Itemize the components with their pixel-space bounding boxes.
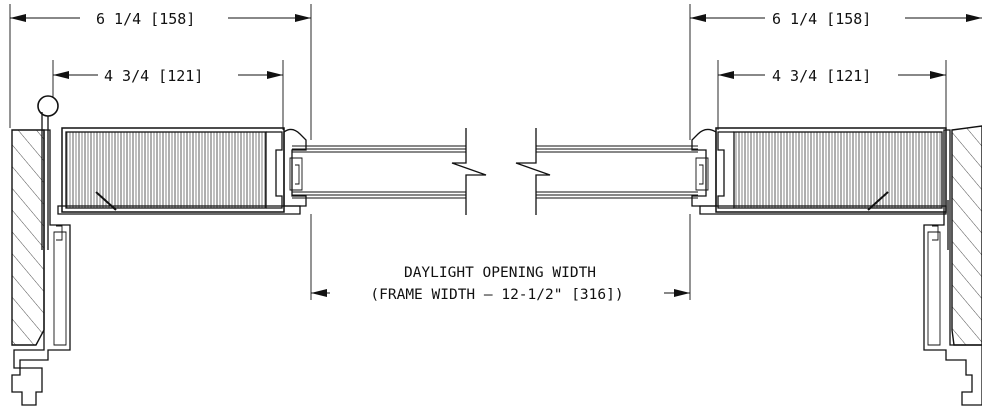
right-glazing-stop — [691, 128, 717, 207]
right-inner-dimension-label: 4 3/4 [121] — [772, 67, 871, 85]
right-overall-dimension: 6 1/4 [158] — [690, 10, 982, 28]
left-overall-dimension-label: 6 1/4 [158] — [96, 10, 195, 28]
right-wood-jamb — [951, 125, 982, 346]
left-inner-dimension-label: 4 3/4 [121] — [104, 67, 203, 85]
left-wood-jamb — [11, 129, 45, 346]
daylight-opening-dimension: DAYLIGHT OPENING WIDTH (FRAME WIDTH – 12… — [310, 214, 691, 303]
right-assembly: 6 1/4 [158] 4 3/4 [121] — [515, 4, 982, 406]
daylight-opening-title: DAYLIGHT OPENING WIDTH — [404, 265, 596, 281]
left-assembly: 6 1/4 [158] 4 3/4 [121] — [9, 4, 487, 406]
right-glass-clip — [695, 157, 709, 191]
left-glazing-stop — [283, 128, 307, 207]
left-frame-profile — [11, 129, 71, 406]
left-bottom-track — [57, 205, 301, 215]
right-sash-insulation — [733, 131, 943, 209]
right-overall-dimension-label: 6 1/4 [158] — [772, 10, 871, 28]
right-weatherstrip — [867, 191, 889, 211]
left-weatherstrip — [95, 191, 117, 211]
right-inner-dimension: 4 3/4 [121] — [718, 67, 946, 85]
left-overall-dimension: 6 1/4 [158] — [10, 10, 311, 28]
left-glass-pane — [292, 145, 466, 199]
left-handle-knob — [37, 95, 59, 117]
left-frame-inner — [53, 225, 67, 346]
left-sash-insulation — [65, 131, 267, 209]
left-inner-dimension: 4 3/4 [121] — [53, 67, 283, 85]
right-bottom-track — [699, 205, 947, 215]
daylight-opening-formula: (FRAME WIDTH – 12-1/2" [316]) — [370, 287, 623, 303]
right-frame-profile — [923, 129, 982, 406]
right-glass-pane — [536, 145, 698, 199]
left-break-line — [451, 128, 487, 215]
right-sash-edge-profile — [717, 131, 734, 209]
right-sash-frame — [715, 127, 947, 213]
left-glass-clip — [289, 157, 303, 191]
left-sash-edge-profile — [266, 131, 283, 209]
right-break-line — [515, 128, 551, 215]
right-frame-inner — [927, 225, 941, 346]
